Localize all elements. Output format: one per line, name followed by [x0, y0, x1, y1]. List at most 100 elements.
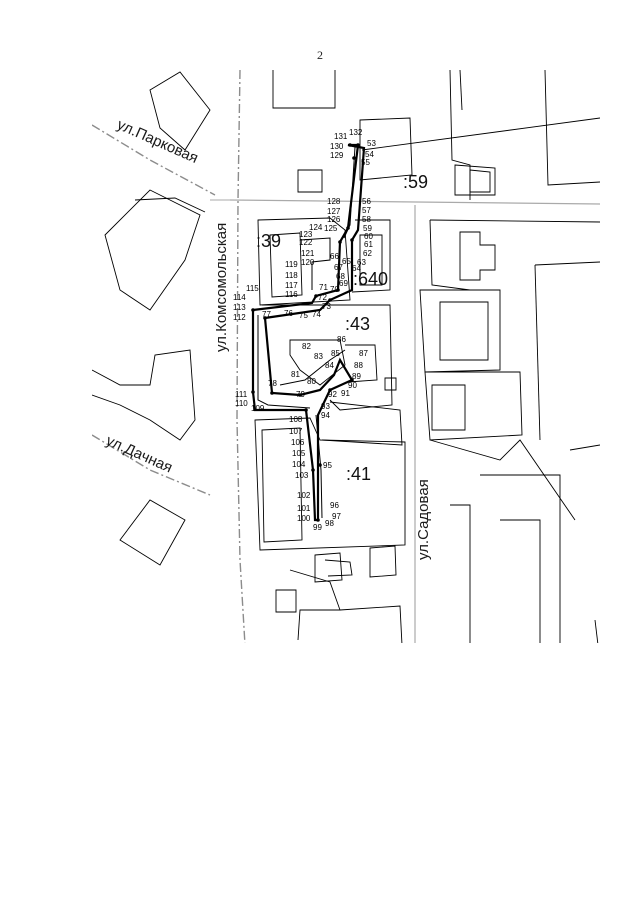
- point-label-61: 61: [364, 240, 373, 249]
- buildings-west: [92, 71, 211, 566]
- point-label-83: 83: [314, 352, 323, 361]
- point-label-95: 95: [323, 461, 332, 470]
- point-label-81: 81: [291, 370, 300, 379]
- vertex-markers: [251, 143, 360, 522]
- point-label-69: 69: [339, 279, 348, 288]
- point-label-71: 71: [319, 283, 328, 292]
- point-label-86: 86: [337, 335, 346, 344]
- point-label-60: 60: [364, 232, 373, 241]
- point-label-96: 96: [330, 501, 339, 510]
- point-label-59: 59: [363, 224, 372, 233]
- point-label-58: 58: [362, 215, 371, 224]
- point-label-53: 53: [367, 139, 376, 148]
- point-label-88: 88: [354, 361, 363, 370]
- parcel-block-39: [257, 217, 391, 306]
- point-label-78: 78: [268, 379, 277, 388]
- street-label-dachnaya: ул.Дачная: [103, 432, 175, 476]
- point-label-115: 115: [246, 284, 259, 293]
- point-label-113: 113: [233, 303, 246, 312]
- point-label-79: 79: [296, 390, 305, 399]
- parcel-block-41: [254, 417, 406, 643]
- point-label-93: 93: [321, 402, 330, 411]
- parcel-label-43: :43: [345, 314, 370, 334]
- point-label-108: 108: [289, 415, 303, 424]
- point-label-106: 106: [291, 438, 305, 447]
- point-label-63: 63: [357, 258, 366, 267]
- point-label-129: 129: [330, 151, 344, 160]
- point-label-85: 85: [331, 349, 340, 358]
- point-label-117: 117: [285, 281, 298, 290]
- parcel-label-41: :41: [346, 464, 371, 484]
- point-label-66: 66: [330, 252, 339, 261]
- buildings-north: [272, 70, 600, 200]
- point-label-80: 80: [307, 377, 316, 386]
- point-label-72: 72: [318, 293, 327, 302]
- point-label-120: 120: [301, 258, 315, 267]
- point-label-130: 130: [330, 142, 344, 151]
- point-label-68: 68: [336, 272, 345, 281]
- point-label-90: 90: [348, 381, 357, 390]
- point-label-91: 91: [341, 389, 350, 398]
- point-label-99: 99: [313, 523, 322, 532]
- point-label-110: 110: [235, 399, 248, 408]
- point-label-112: 112: [233, 313, 246, 322]
- point-label-116: 116: [285, 290, 298, 299]
- point-label-73: 73: [322, 302, 331, 311]
- point-label-102: 102: [297, 491, 311, 500]
- point-label-118: 118: [285, 271, 298, 280]
- point-label-97: 97: [332, 512, 341, 521]
- point-label-125: 125: [324, 224, 338, 233]
- road-edges: [92, 70, 246, 643]
- point-label-126: 126: [327, 215, 341, 224]
- point-label-131: 131: [334, 132, 348, 141]
- point-label-104: 104: [292, 460, 306, 469]
- point-label-62: 62: [363, 249, 372, 258]
- point-label-98: 98: [325, 519, 334, 528]
- point-label-74: 74: [312, 310, 321, 319]
- point-label-76: 76: [284, 309, 293, 318]
- point-label-114: 114: [233, 293, 246, 302]
- point-label-101: 101: [297, 504, 311, 513]
- parcel-label-39: :39: [256, 231, 281, 251]
- point-label-127: 127: [327, 207, 341, 216]
- point-label-122: 122: [299, 238, 313, 247]
- parcel-block-43: [262, 304, 403, 446]
- point-label-56: 56: [362, 197, 371, 206]
- point-label-82: 82: [302, 342, 311, 351]
- page-number: 2: [317, 48, 323, 62]
- point-label-54: 54: [365, 150, 374, 159]
- point-label-128: 128: [327, 197, 341, 206]
- point-label-109: 109: [251, 404, 265, 413]
- street-label-sadovaya: ул.Садовая: [415, 479, 432, 560]
- point-label-121: 121: [301, 249, 315, 258]
- point-label-103: 103: [295, 471, 309, 480]
- point-label-123: 123: [299, 230, 313, 239]
- point-label-70: 70: [330, 285, 339, 294]
- point-label-119: 119: [285, 260, 298, 269]
- point-label-105: 105: [292, 449, 306, 458]
- parcel-label-640: :640: [353, 269, 388, 289]
- point-label-107: 107: [289, 427, 303, 436]
- point-label-92: 92: [328, 390, 337, 399]
- point-label-55: 55: [361, 158, 370, 167]
- point-label-65: 65: [342, 257, 351, 266]
- point-label-64: 64: [352, 264, 361, 273]
- street-label-komsomolskaya: ул.Комсомольская: [213, 223, 230, 352]
- point-label-132: 132: [349, 128, 363, 137]
- point-label-124: 124: [309, 223, 323, 232]
- point-label-77: 77: [262, 310, 271, 319]
- point-label-57: 57: [362, 206, 371, 215]
- parcel-label-59: :59: [403, 172, 428, 192]
- point-label-84: 84: [325, 361, 334, 370]
- point-label-100: 100: [297, 514, 311, 523]
- point-label-111: 111: [235, 390, 248, 399]
- point-label-67: 67: [334, 263, 343, 272]
- street-label-parkovaya: ул.Парковая: [114, 116, 200, 167]
- point-label-87: 87: [359, 349, 368, 358]
- buildings-east: [419, 219, 600, 643]
- point-label-94: 94: [321, 411, 330, 420]
- point-label-89: 89: [352, 372, 361, 381]
